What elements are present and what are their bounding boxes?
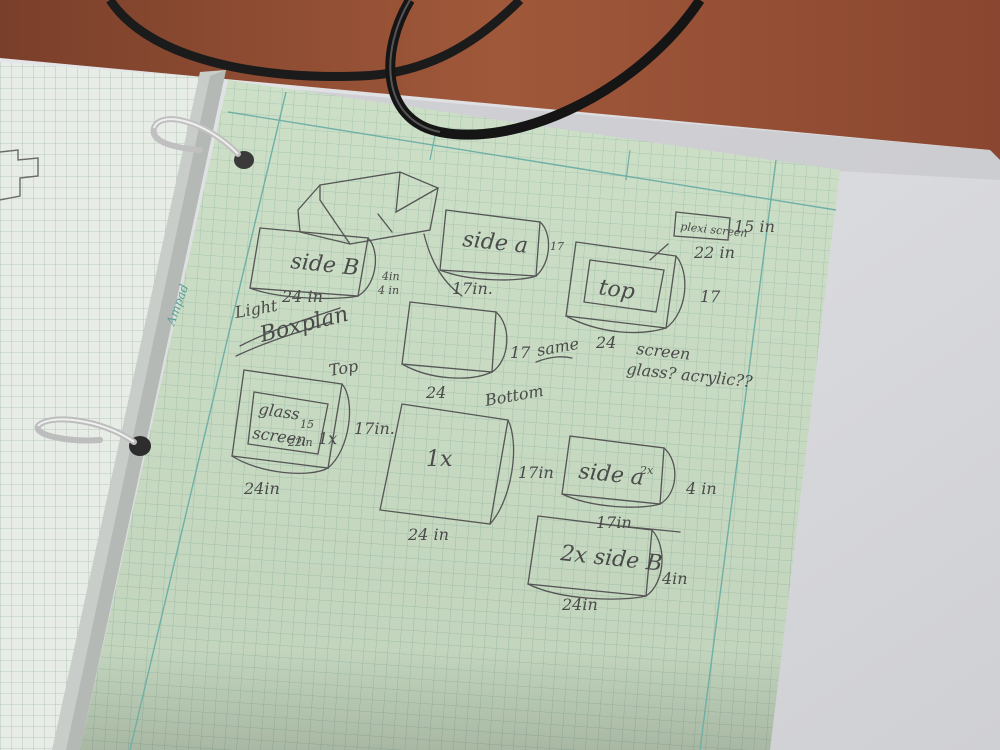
qty-1x-a: 1x: [318, 429, 337, 448]
top-view-label: top: [597, 275, 636, 305]
dim-17in-d: 17in: [596, 513, 632, 532]
dim-4in-a: 4in: [381, 270, 400, 283]
dim-24in-a: 24 in: [281, 287, 323, 306]
dim-4in-b: 4 in: [377, 284, 399, 297]
dim-24-c: 24: [425, 383, 446, 402]
qty-1x-b: 1x: [426, 447, 453, 472]
dim-24in-e: 24 in: [407, 525, 449, 544]
dim-4in-d: 4in: [661, 569, 688, 588]
dim-17in-a: 17in.: [452, 279, 493, 298]
dim-17-mid: 17: [510, 343, 531, 362]
dim-15: 15: [300, 418, 314, 431]
dim-4in-c: 4 in: [685, 479, 717, 498]
dim-17-a: 17: [550, 240, 564, 253]
power-cable: [106, 0, 524, 81]
dim-24-b: 24: [595, 333, 616, 352]
qty-2x: 2x: [639, 464, 654, 477]
pencil-sketches: [231, 171, 731, 600]
top-label: Top: [327, 356, 359, 380]
dim-17in-b: 17in.: [354, 419, 395, 438]
dim-15in: 15 in: [734, 217, 775, 236]
dim-22in: 22 in: [693, 243, 735, 262]
dim-24in-f: 24in: [561, 595, 598, 614]
dim-22in-b: 22in: [287, 436, 313, 449]
dim-17in-c: 17in: [518, 463, 554, 482]
dim-24in-d: 24in: [243, 479, 280, 498]
dim-17-b: 17: [700, 287, 721, 306]
